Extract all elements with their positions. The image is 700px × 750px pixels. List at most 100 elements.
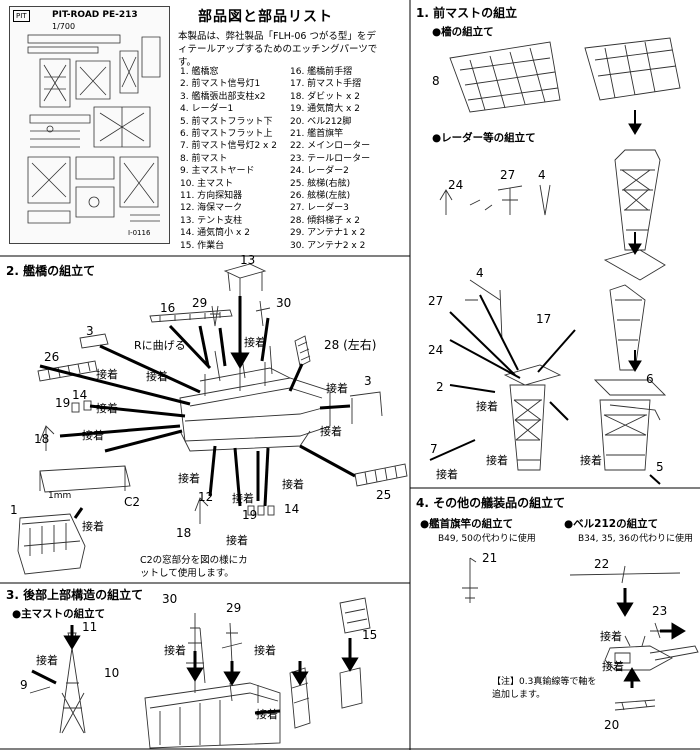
- list-item: 28. 傾斜梯子 x 2: [290, 215, 360, 226]
- list-item: 9. 主マストヤード: [180, 166, 255, 177]
- list-item: 1. 艦橋窓: [180, 67, 219, 77]
- s1-label-24: 24: [448, 178, 464, 192]
- section2-title: 2. 艦橋の組立て: [6, 264, 96, 278]
- section4-flag-note: B49, 50の代わりに使用: [438, 534, 536, 544]
- section1-sub-radar: ●レーダー等の組立て: [432, 132, 536, 144]
- etching-fret: PIT PIT-ROAD PE-213 1/700 I-0116: [9, 6, 170, 244]
- list-item: 7. 前マスト信号灯2 x 2: [180, 141, 277, 152]
- s3-attach-2: 接着: [164, 644, 186, 657]
- s2-attach-3: 接着: [146, 370, 168, 383]
- section1-sub-lattice: ●檣の組立て: [432, 26, 494, 38]
- section1-drawing: [429, 37, 681, 485]
- s1-label-7: 7: [430, 442, 438, 456]
- section3-title: 3. 後部上部構造の組立て: [6, 588, 144, 602]
- s2-note: C2の窓部分を図の様にカットして使用します。: [140, 555, 248, 579]
- list-item: 8. 前マスト: [180, 153, 228, 164]
- s3-attach-4: 接着: [256, 708, 278, 721]
- section1-title: 1. 前マストの組立: [416, 6, 518, 20]
- s2-attach-2: 接着: [96, 368, 118, 381]
- s2-label-3b: 3: [364, 374, 372, 388]
- s2-label-18b: 18: [176, 526, 192, 540]
- s3-label-11: 11: [82, 620, 98, 634]
- s2-label-19: 19: [55, 396, 71, 410]
- s2-label-26: 26: [44, 350, 60, 364]
- s3-label-10: 10: [104, 666, 120, 680]
- s1-label-4: 4: [538, 168, 546, 182]
- section2-drawing: [17, 263, 408, 575]
- s3-label-15: 15: [362, 628, 378, 642]
- s2-attach-5: 接着: [96, 402, 118, 415]
- s1-label-6: 6: [646, 372, 654, 386]
- list-item: 22. メインローター: [290, 141, 371, 152]
- s4-label-23: 23: [652, 604, 668, 618]
- s2-attach-6: 接着: [82, 429, 104, 442]
- section4-title: 4. その他の艤装品の組立て: [416, 496, 566, 510]
- s4-label-22: 22: [594, 557, 610, 571]
- s2-label-18: 18: [34, 432, 50, 446]
- list-item: 23. テールローター: [290, 153, 371, 164]
- s3-attach-1: 接着: [36, 654, 58, 667]
- list-item: 15. 作業台: [180, 240, 225, 251]
- list-item: 4. レーダー1: [180, 104, 234, 115]
- list-item: 14. 通気筒小 x 2: [180, 228, 250, 239]
- list-item: 21. 艦首旗竿: [290, 129, 344, 140]
- s1-label-27b: 27: [428, 294, 444, 308]
- s2-label-16: 16: [160, 301, 176, 315]
- list-item: 2. 前マスト信号灯1: [180, 79, 261, 90]
- s2-label-3: 3: [86, 324, 94, 338]
- list-item: 17. 前マスト手摺: [290, 79, 362, 90]
- s2-attach-10: 接着: [232, 492, 254, 505]
- s2-label-14b: 14: [284, 502, 300, 516]
- list-item: 25. 舷梯(右舷): [290, 178, 351, 189]
- s2-attach-4: 接着: [326, 382, 348, 395]
- s1-attach-1: 接着: [476, 400, 498, 413]
- s1-label-8: 8: [432, 74, 440, 88]
- s4-label-21: 21: [482, 551, 498, 565]
- parts-list-right: 16. 艦橋前手摺 17. 前マスト手摺 18. ダビット x 2 19. 通気…: [290, 66, 370, 252]
- section3-sub-mast: ●主マストの組立て: [12, 608, 106, 620]
- s2-label-29: 29: [192, 296, 208, 310]
- s1-label-17: 17: [536, 312, 552, 326]
- s2-label-19b: 19: [242, 508, 258, 522]
- s4-attach-1: 接着: [600, 630, 622, 643]
- s2-label-12: 12: [198, 490, 214, 504]
- s2-label-25: 25: [376, 488, 392, 502]
- list-item: 20. ベル212脚: [290, 116, 352, 127]
- list-item: 13. テント支柱: [180, 215, 243, 226]
- list-item: 12. 海保マーク: [180, 203, 243, 214]
- s1-attach-4: 接着: [580, 454, 602, 467]
- s3-label-30: 30: [162, 592, 178, 606]
- list-item: 16. 艦橋前手摺: [290, 67, 353, 77]
- s2-attach-7: 接着: [320, 425, 342, 438]
- s2-attach-1: 接着: [244, 336, 266, 349]
- s2-attach-12: 接着: [226, 534, 248, 547]
- s3-label-29: 29: [226, 601, 242, 615]
- fret-brand: PIT-ROAD PE-213: [52, 10, 138, 20]
- list-item: 5. 前マストフラット下: [180, 116, 273, 127]
- list-item: 3. 艦橋張出部支柱x2: [180, 91, 266, 102]
- s2-label-1: 1: [10, 503, 18, 517]
- list-item: 18. ダビット x 2: [290, 91, 360, 102]
- s4-attach-2: 接着: [602, 660, 624, 673]
- s2-label-c2: C2: [124, 495, 141, 509]
- s1-label-24b: 24: [428, 343, 444, 357]
- s1-label-27: 27: [500, 168, 516, 182]
- s1-label-4b: 4: [476, 266, 484, 280]
- parts-list-title: 部品図と部品リスト: [198, 9, 333, 25]
- list-item: 24. レーダー2: [290, 166, 349, 177]
- s2-attach-9: 接着: [178, 472, 200, 485]
- fret-scale: 1/700: [52, 22, 76, 31]
- list-item: 19. 通気筒大 x 2: [290, 104, 360, 115]
- s4-wire-note: 【注】0.3真鍮線等で軸を追加します。: [492, 677, 597, 700]
- list-item: 11. 方向探知器: [180, 191, 243, 202]
- fret-parts-drawing: [27, 34, 161, 224]
- list-item: 10. 主マスト: [180, 178, 234, 189]
- s1-attach-2: 接着: [486, 454, 508, 467]
- s1-label-5: 5: [656, 460, 664, 474]
- s2-label-14: 14: [72, 388, 88, 402]
- s2-label-1mm: 1mm: [48, 491, 72, 501]
- list-item: 6. 前マストフラット上: [180, 129, 273, 140]
- s1-attach-3: 接着: [436, 468, 458, 481]
- s2-label-28: 28 (左右): [324, 338, 377, 352]
